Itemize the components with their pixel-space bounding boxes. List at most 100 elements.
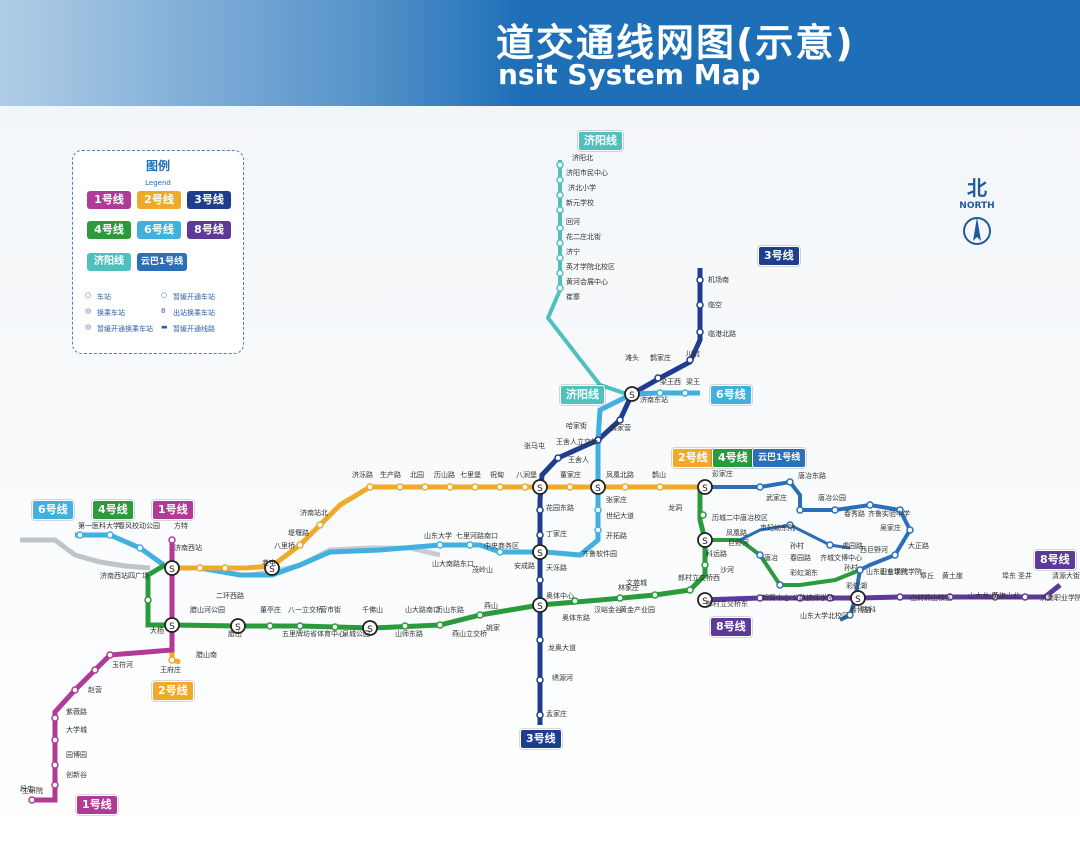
station-dot[interactable] — [566, 483, 574, 491]
station-dot[interactable] — [991, 593, 999, 601]
station-dot[interactable] — [696, 328, 704, 336]
station-dot[interactable] — [71, 686, 79, 694]
station-dot[interactable] — [701, 561, 709, 569]
station-dot[interactable] — [556, 161, 564, 169]
station-dot[interactable] — [421, 483, 429, 491]
station-dot[interactable] — [796, 506, 804, 514]
station-dot[interactable] — [51, 781, 59, 789]
station-dot[interactable] — [168, 656, 176, 664]
station-dot[interactable] — [906, 526, 914, 534]
badge-line-1-west[interactable]: 1号线 — [152, 500, 194, 520]
station-dot[interactable] — [556, 239, 564, 247]
station-dot[interactable] — [856, 566, 864, 574]
station-dot[interactable] — [681, 389, 689, 397]
station-dot[interactable] — [686, 586, 694, 594]
transfer-station-shandong-vc[interactable]: S — [850, 590, 866, 606]
station-dot[interactable] — [51, 761, 59, 769]
station-dot[interactable] — [654, 374, 662, 382]
badge-line-4-west[interactable]: 4号线 — [92, 500, 134, 520]
station-dot[interactable] — [556, 191, 564, 199]
station-dot[interactable] — [556, 269, 564, 277]
transfer-station-lashan[interactable]: S — [230, 618, 246, 634]
station-dot[interactable] — [946, 593, 954, 601]
station-dot[interactable] — [144, 596, 152, 604]
transfer-station-jinan-west[interactable]: S — [164, 560, 180, 576]
station-dot[interactable] — [826, 594, 834, 602]
station-dot[interactable] — [51, 714, 59, 722]
station-dot[interactable] — [136, 544, 144, 552]
station-dot[interactable] — [651, 591, 659, 599]
transfer-station-zhangjiazhuang[interactable]: S — [590, 479, 606, 495]
station-dot[interactable] — [616, 594, 624, 602]
station-dot[interactable] — [686, 356, 694, 364]
station-dot[interactable] — [656, 483, 664, 491]
station-dot[interactable] — [28, 796, 36, 804]
transfer-station-tianluo[interactable]: S — [532, 544, 548, 560]
station-dot[interactable] — [196, 564, 204, 572]
badge-line-8-mid[interactable]: 8号线 — [710, 617, 752, 637]
badge-line-4-east[interactable]: 4号线 — [712, 448, 754, 468]
station-dot[interactable] — [796, 594, 804, 602]
transfer-station-jinan-east[interactable]: S — [624, 386, 640, 402]
station-dot[interactable] — [554, 454, 562, 462]
station-dot[interactable] — [496, 548, 504, 556]
station-dot[interactable] — [846, 611, 854, 619]
station-dot[interactable] — [896, 593, 904, 601]
station-dot[interactable] — [696, 276, 704, 284]
station-dot[interactable] — [594, 526, 602, 534]
station-dot[interactable] — [106, 531, 114, 539]
transfer-station-yangzhuang[interactable]: S — [362, 620, 378, 636]
station-dot[interactable] — [536, 676, 544, 684]
station-dot[interactable] — [536, 711, 544, 719]
badge-line-2-south[interactable]: 2号线 — [152, 681, 194, 701]
station-dot[interactable] — [831, 506, 839, 514]
transfer-station-tangye[interactable]: S — [697, 532, 713, 548]
station-dot[interactable] — [891, 551, 899, 559]
station-dot[interactable] — [521, 483, 529, 491]
badge-line-1-south[interactable]: 1号线 — [76, 795, 118, 815]
station-dot[interactable] — [366, 483, 374, 491]
station-dot[interactable] — [656, 389, 664, 397]
station-dot[interactable] — [556, 254, 564, 262]
transfer-station-laotun[interactable]: S — [264, 560, 280, 576]
station-dot[interactable] — [866, 501, 874, 509]
station-dot[interactable] — [896, 506, 904, 514]
station-dot[interactable] — [466, 541, 474, 549]
station-dot[interactable] — [826, 541, 834, 549]
station-dot[interactable] — [621, 483, 629, 491]
station-dot[interactable] — [266, 622, 274, 630]
station-dot[interactable] — [76, 531, 84, 539]
station-dot[interactable] — [556, 224, 564, 232]
station-dot[interactable] — [786, 521, 794, 529]
station-dot[interactable] — [296, 541, 304, 549]
station-dot[interactable] — [556, 176, 564, 184]
station-dot[interactable] — [396, 483, 404, 491]
station-dot[interactable] — [436, 541, 444, 549]
station-dot[interactable] — [616, 416, 624, 424]
transfer-station-pengjiazhuang[interactable]: S — [697, 479, 713, 495]
station-dot[interactable] — [756, 483, 764, 491]
station-dot[interactable] — [536, 576, 544, 584]
station-dot[interactable] — [476, 611, 484, 619]
station-dot[interactable] — [536, 636, 544, 644]
station-dot[interactable] — [786, 478, 794, 486]
station-dot[interactable] — [446, 483, 454, 491]
badge-yunba[interactable]: 云巴1号线 — [752, 448, 807, 468]
station-dot[interactable] — [331, 623, 339, 631]
station-dot[interactable] — [168, 536, 176, 544]
station-dot[interactable] — [696, 301, 704, 309]
transfer-station-wangsheren[interactable]: S — [532, 479, 548, 495]
badge-jiyang-top[interactable]: 济阳线 — [578, 131, 623, 151]
station-dot[interactable] — [756, 594, 764, 602]
transfer-station-langcun[interactable]: S — [697, 592, 713, 608]
station-dot[interactable] — [106, 651, 114, 659]
station-dot[interactable] — [776, 581, 784, 589]
station-dot[interactable] — [471, 483, 479, 491]
station-dot[interactable] — [91, 666, 99, 674]
station-dot[interactable] — [536, 506, 544, 514]
station-dot[interactable] — [536, 531, 544, 539]
badge-jiyang-mid[interactable]: 济阳线 — [560, 385, 605, 405]
badge-line-3-north[interactable]: 3号线 — [758, 246, 800, 266]
station-dot[interactable] — [571, 597, 579, 605]
station-dot[interactable] — [221, 564, 229, 572]
